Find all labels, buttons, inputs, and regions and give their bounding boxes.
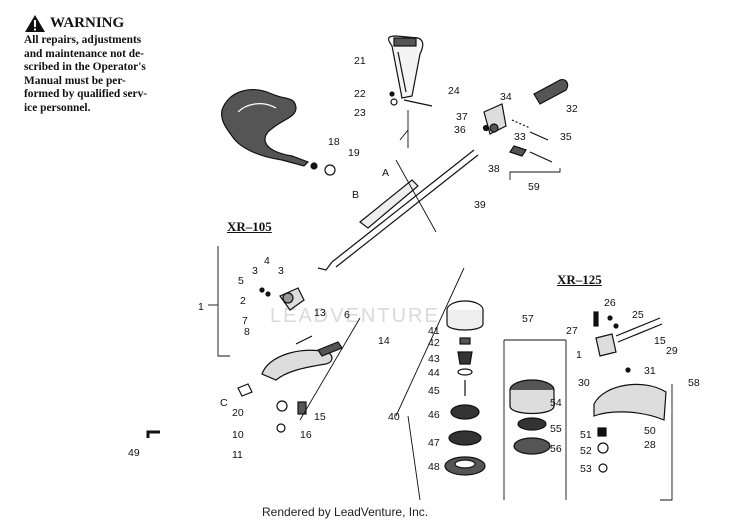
callout-47: 47 [428,437,440,449]
loop-handle [387,35,433,107]
callout-41: 41 [428,325,440,337]
callout-54: 54 [550,397,562,409]
callout-22: 22 [354,88,366,100]
callout-51: 51 [580,429,592,441]
section-label-xr105: XR–105 [227,219,272,234]
warning-text: All repairs, adjustments and maintenance… [24,34,148,114]
throttle-assembly [482,79,569,163]
callout-23: 23 [354,107,366,119]
section-label-xr125: XR–125 [557,272,602,287]
callout-55: 55 [550,423,562,435]
callout-labels: 21 22 23 24 34 32 37 36 33 35 38 59 39 A… [128,55,700,475]
callout-37: 37 [456,111,468,123]
callout-15a: 15 [314,411,326,423]
callout-3a: 3 [252,265,258,277]
callout-31: 31 [644,365,656,377]
warning-heading: WARNING [24,14,189,33]
callout-4: 4 [264,255,270,267]
trimmer-spool-stack [444,300,486,476]
callout-27: 27 [566,325,578,337]
callout-26: 26 [604,297,616,309]
callout-53: 53 [580,463,592,475]
callout-14: 14 [378,335,390,347]
callout-C: C [220,397,228,409]
callout-43: 43 [428,353,440,365]
callout-5: 5 [238,275,244,287]
xr105-head [237,287,343,433]
xr125-spool [509,379,555,455]
callout-6: 6 [344,309,350,321]
callout-15b: 15 [654,335,666,347]
warning-triangle-icon [25,15,45,32]
callout-56: 56 [550,443,562,455]
callout-49: 49 [128,447,140,459]
callout-32: 32 [566,103,578,115]
callout-38: 38 [488,163,500,175]
watermark: LEADVENTURE [270,305,440,327]
callout-48: 48 [428,461,440,473]
callout-20: 20 [232,407,244,419]
callout-19: 19 [348,147,360,159]
callout-45: 45 [428,385,440,397]
callout-1a: 1 [198,301,204,313]
warning-block: WARNING All repairs, adjustments and mai… [24,14,189,116]
callout-10: 10 [232,429,244,441]
callout-34: 34 [500,91,512,103]
drive-tube [317,149,479,271]
callout-35: 35 [560,131,572,143]
callout-16: 16 [300,429,312,441]
callout-25: 25 [632,309,644,321]
callout-29: 29 [666,345,678,357]
callout-18: 18 [328,136,340,148]
callout-3b: 3 [278,265,284,277]
warning-title: WARNING [50,15,125,31]
callout-36: 36 [454,124,466,136]
harness-clip [310,162,318,170]
callout-57: 57 [522,313,534,325]
callout-39: 39 [474,199,486,211]
callout-50: 50 [644,425,656,437]
callout-42: 42 [428,337,440,349]
xr125-head [593,311,667,473]
callout-46: 46 [428,409,440,421]
callout-11: 11 [232,449,243,461]
callout-30: 30 [578,377,590,389]
callout-13: 13 [314,307,326,319]
callout-7: 7 [242,315,248,327]
shoulder-harness [221,89,310,167]
callout-2: 2 [240,295,246,307]
callout-8: 8 [244,326,250,338]
callout-24: 24 [448,85,460,97]
callout-44: 44 [428,367,440,379]
hook-part [146,430,160,438]
footer-credit: Rendered by LeadVenture, Inc. [262,505,429,519]
callout-leaders [208,110,673,501]
callout-59: 59 [528,181,540,193]
callout-21: 21 [354,55,366,67]
ring-part [324,164,336,176]
callout-28: 28 [644,439,656,451]
callout-1b: 1 [576,349,582,361]
callout-A: A [382,167,389,179]
callout-33: 33 [514,131,526,143]
callout-52: 52 [580,445,592,457]
callout-40: 40 [388,411,400,423]
callout-58: 58 [688,377,700,389]
callout-B: B [352,189,359,201]
